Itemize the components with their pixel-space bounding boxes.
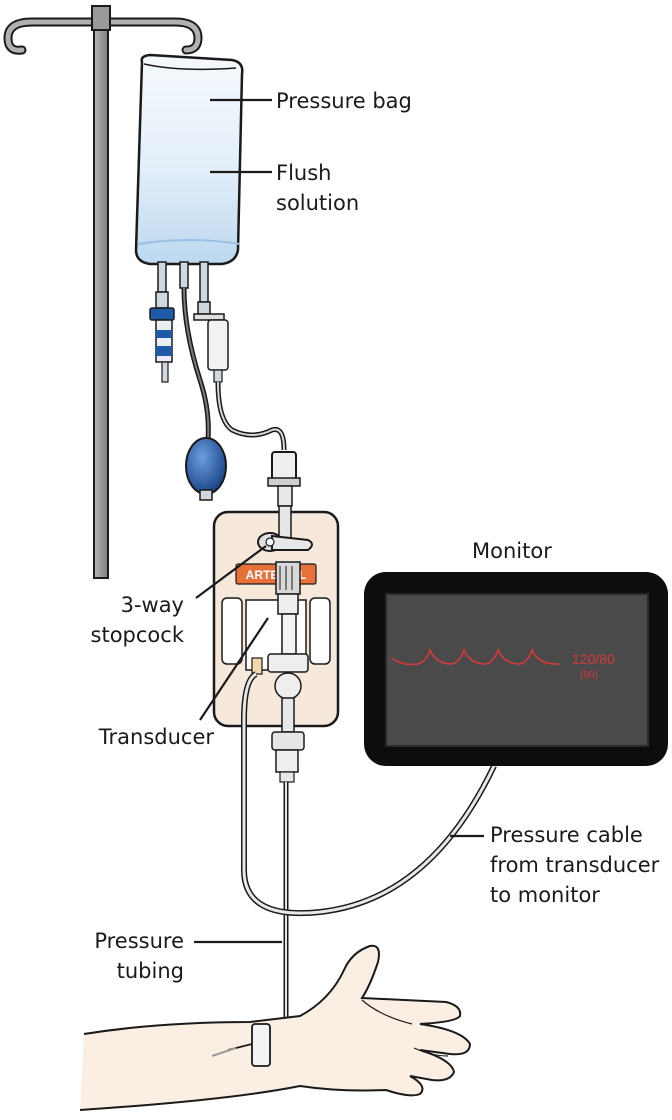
stopcock-icon: [257, 532, 313, 552]
label-pressure-cable-3: to monitor: [490, 883, 600, 907]
iv-pole-icon: [3, 5, 203, 579]
luer-connector-icon: [267, 451, 301, 507]
pressure-bag-icon: [134, 53, 244, 266]
monitor-reading: 120/80: [572, 651, 615, 667]
label-monitor: Monitor: [472, 539, 552, 563]
transducer-icon: [251, 505, 309, 733]
arm-icon: [79, 944, 472, 1111]
label-pressure-cable-1: Pressure cable: [490, 823, 643, 847]
label-pressure-bag: Pressure bag: [276, 89, 412, 113]
label-flush-solution-2: solution: [276, 191, 359, 215]
label-pressure-cable-2: from transducer: [490, 853, 660, 877]
label-flush-solution-1: Flush: [276, 161, 331, 185]
check-valve-icon: [149, 291, 175, 383]
monitor-mean: (90): [580, 670, 598, 681]
label-stopcock-1: 3-way: [121, 593, 184, 617]
label-stopcock-2: stopcock: [91, 623, 185, 647]
inflation-bulb-icon: [185, 437, 227, 501]
label-pressure-tubing-2: tubing: [117, 959, 184, 983]
callout-labels: Pressure bag Flush solution Monitor 3-wa…: [91, 89, 660, 983]
drip-chamber-icon: [193, 301, 229, 383]
label-transducer: Transducer: [98, 725, 215, 749]
label-pressure-tubing-1: Pressure: [94, 929, 184, 953]
arterial-waveform: [391, 647, 560, 666]
monitor-icon: 120/80 (90): [364, 572, 668, 766]
tubing-connector-lower: [271, 731, 305, 783]
leader-lines: [194, 98, 484, 944]
